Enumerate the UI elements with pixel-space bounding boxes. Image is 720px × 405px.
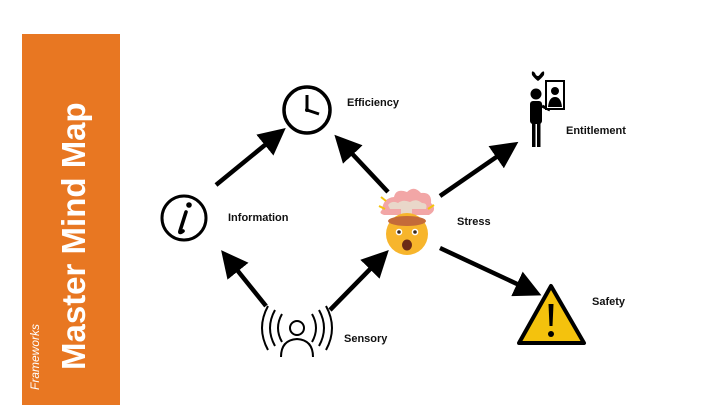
info-icon [160, 194, 208, 242]
exploding-head-emoji-icon [378, 188, 435, 255]
warning-sign-icon [517, 284, 586, 345]
person-with-sound-waves-icon [261, 305, 333, 358]
stress-label: Stress [457, 216, 491, 228]
person-with-heart-and-portrait-icon [530, 71, 565, 147]
safety-label: Safety [592, 296, 626, 308]
efficiency-label: Efficiency [347, 97, 400, 109]
arrow-stress-to-efficiency [334, 134, 390, 194]
arrow-stress-to-safety [439, 245, 542, 297]
arrow-sensory-to-stress [328, 250, 389, 312]
clock-icon [282, 85, 332, 135]
arrow-information-to-efficiency [214, 128, 286, 187]
sidebar-banner [22, 34, 120, 405]
arrow-sensory-to-information [221, 250, 268, 308]
sensory-label: Sensory [344, 333, 388, 345]
information-label: Information [228, 212, 289, 224]
connector-arrows [214, 128, 542, 312]
arrow-stress-to-entitlement [438, 141, 519, 198]
entitlement-label: Entitlement [566, 125, 626, 137]
